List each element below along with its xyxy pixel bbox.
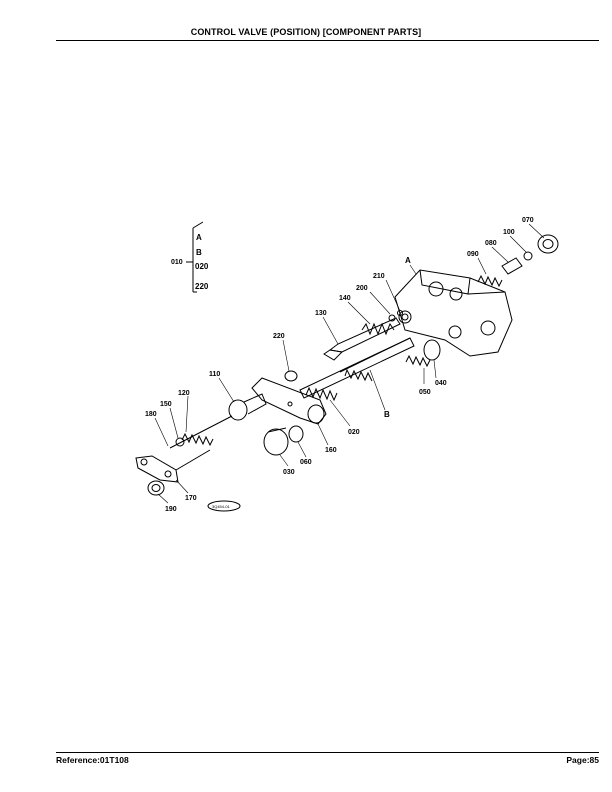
poppet-080 bbox=[501, 257, 523, 275]
ball-200 bbox=[388, 314, 396, 322]
legend-mark-a: A bbox=[196, 233, 202, 242]
spring-090 bbox=[477, 274, 503, 288]
ref-mark-b: B bbox=[384, 410, 390, 419]
part-label-110: 110 bbox=[209, 371, 220, 378]
spring-020 bbox=[305, 386, 338, 402]
bracket-180 bbox=[135, 455, 179, 483]
leader-lines bbox=[154, 223, 545, 504]
part-label-050: 050 bbox=[419, 389, 431, 396]
piston-040 bbox=[423, 339, 441, 361]
bushing-150 bbox=[175, 437, 185, 447]
part-label-160: 160 bbox=[325, 447, 337, 454]
plug-100 bbox=[523, 251, 533, 261]
seal-060 bbox=[288, 425, 304, 443]
spring-050 bbox=[405, 354, 431, 368]
spool-130 bbox=[323, 317, 401, 361]
cap-070 bbox=[537, 234, 559, 254]
lever-110 bbox=[228, 393, 267, 421]
part-label-150: 150 bbox=[160, 401, 172, 408]
drawing-stamp bbox=[207, 500, 241, 512]
legend-item-number: 010 bbox=[171, 259, 183, 266]
knob-190 bbox=[147, 480, 165, 496]
page-title: CONTROL VALVE (POSITION) [COMPONENT PART… bbox=[190, 27, 422, 37]
part-label-020: 020 bbox=[348, 429, 360, 436]
ref-mark-a: A bbox=[405, 256, 411, 265]
part-label-080: 080 bbox=[485, 240, 497, 247]
part-label-060: 060 bbox=[300, 459, 312, 466]
spool-b bbox=[299, 337, 415, 399]
part-label-210: 210 bbox=[373, 273, 385, 280]
valve-body-housing bbox=[394, 269, 513, 357]
cover-plate-170 bbox=[251, 377, 327, 425]
part-label-090: 090 bbox=[467, 251, 479, 258]
spring-120 bbox=[181, 432, 214, 447]
legend-mark-b: B bbox=[196, 248, 202, 257]
part-label-140: 140 bbox=[339, 295, 351, 302]
drawing-stamp-text: 3Q454-01 bbox=[212, 504, 231, 509]
o-ring-220 bbox=[284, 370, 298, 382]
footer-reference: Reference:01T108 bbox=[56, 755, 129, 765]
footer-page-number: Page:85 bbox=[566, 755, 599, 765]
part-label-070: 070 bbox=[522, 217, 534, 224]
part-label-120: 120 bbox=[178, 390, 190, 397]
footer-divider bbox=[56, 752, 599, 753]
legend-mark-020: 020 bbox=[195, 262, 209, 271]
part-label-100: 100 bbox=[503, 229, 515, 236]
legend-bracket bbox=[186, 221, 204, 293]
part-label-180: 180 bbox=[145, 411, 157, 418]
header-divider bbox=[56, 40, 599, 41]
plug-030 bbox=[263, 427, 289, 456]
spring-140 bbox=[361, 322, 395, 336]
part-label-170: 170 bbox=[185, 495, 197, 502]
part-label-220: 220 bbox=[273, 333, 285, 340]
part-label-040: 040 bbox=[435, 380, 447, 387]
part-label-030: 030 bbox=[283, 469, 295, 476]
part-label-190: 190 bbox=[165, 506, 177, 513]
part-label-200: 200 bbox=[356, 285, 368, 292]
legend-mark-220: 220 bbox=[195, 282, 209, 291]
part-label-130: 130 bbox=[315, 310, 327, 317]
